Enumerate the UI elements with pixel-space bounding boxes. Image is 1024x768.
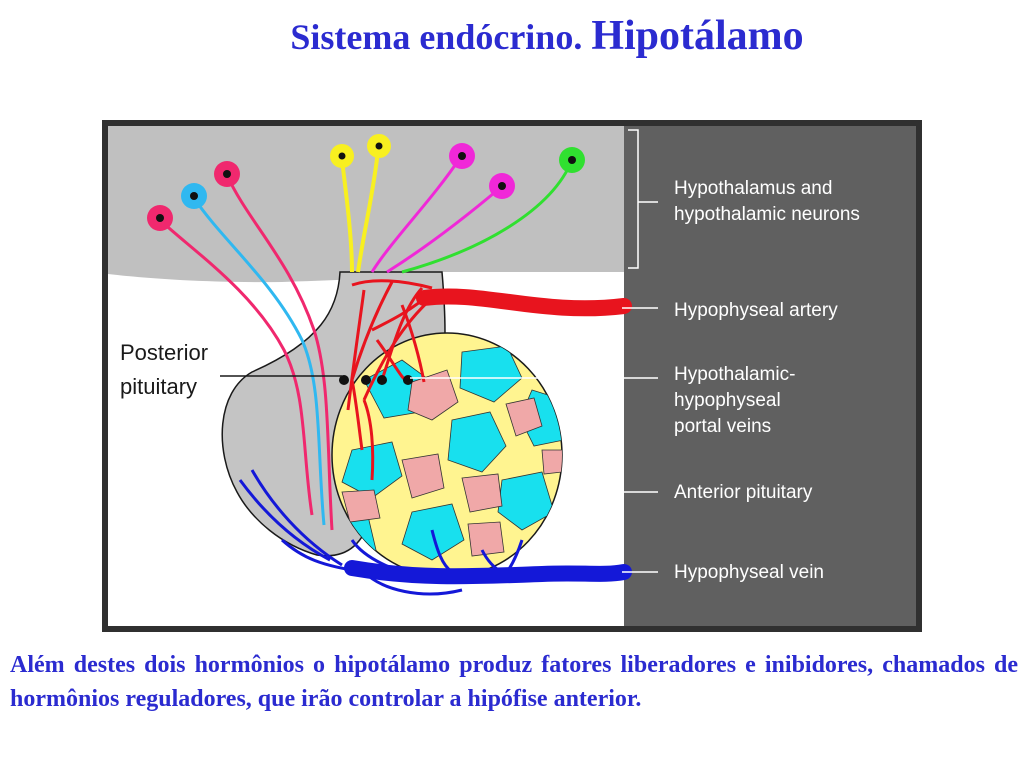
cell-pink (407, 369, 459, 421)
label-panel (624, 126, 916, 626)
neuron-nucleus (338, 152, 346, 160)
label-posterior-pituitary: pituitary (120, 374, 197, 399)
leader-lines (410, 129, 658, 573)
label-portal-veins: portal veins (674, 416, 771, 437)
label-portal-veins: hypophyseal (674, 390, 781, 411)
capillary-network (346, 279, 434, 481)
neuron-axon-magenta (386, 186, 501, 274)
cell-pink (461, 473, 503, 513)
label-posterior-pituitary: Posterior (120, 340, 208, 365)
body-paragraph: Além destes dois hormônios o hipotálamo … (10, 652, 1018, 712)
title-prefix: Sistema endócrino. (290, 17, 583, 57)
title-main: Hipotálamo (591, 13, 804, 59)
hypophyseal-artery (416, 288, 632, 317)
portal-vein-nodes (339, 375, 413, 385)
neuron-nucleus (190, 192, 198, 200)
pituitary-diagram: Hypothalamus and hypothalamic neurons Hy… (102, 120, 922, 632)
label-anterior-pituitary: Anterior pituitary (674, 482, 813, 503)
label-hypothalamus: hypothalamic neurons (674, 204, 860, 225)
anterior-pituitary (331, 332, 563, 578)
cell-pink (467, 521, 505, 557)
label-hypothalamus: Hypothalamus and (674, 178, 832, 199)
hypothalamic-neurons (147, 134, 585, 531)
neuron-axon-yellow (340, 159, 354, 273)
cell-pink (505, 397, 543, 437)
neuron-nucleus (375, 142, 383, 150)
neuron-axon-cyan (192, 197, 326, 526)
cell-cyan (459, 345, 523, 403)
label-hypophyseal-artery: Hypophyseal artery (674, 300, 838, 321)
neuron-nucleus (156, 214, 164, 222)
cell-pink (341, 489, 381, 523)
neuron-nucleus (498, 182, 506, 190)
neuron-axon-pink (158, 218, 314, 516)
slide-title: Sistema endócrino. Hipotálamo (0, 12, 1024, 61)
hypothalamus-region (108, 126, 624, 283)
neuron-axon-pink (225, 174, 334, 531)
label-hypophyseal-vein: Hypophyseal vein (674, 562, 824, 583)
label-portal-veins: Hypothalamic- (674, 364, 795, 385)
neuron-nucleus (458, 152, 466, 160)
neuron-axon-magenta (370, 157, 462, 273)
neuron-nucleus (223, 170, 231, 178)
neuron-axon-yellow (356, 149, 380, 273)
hypophyseal-vein (344, 560, 632, 585)
neuron-nucleus (568, 156, 576, 164)
cell-cyan (447, 411, 507, 473)
cell-pink (541, 449, 562, 475)
cell-pink (401, 453, 445, 499)
neuron-axon-green (401, 159, 574, 274)
